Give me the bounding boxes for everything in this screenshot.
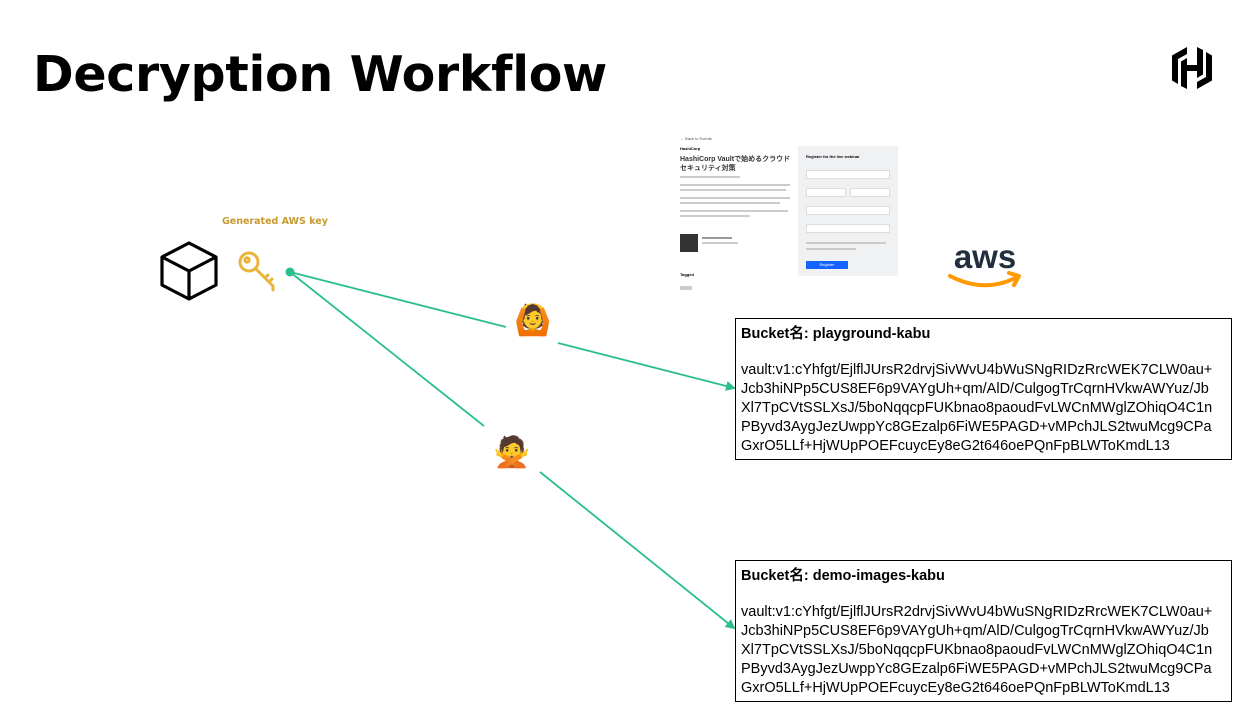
form-title: Register for the live webinar bbox=[806, 154, 860, 159]
hashicorp-logo-icon bbox=[1172, 47, 1212, 89]
generated-key-label: Generated AWS key bbox=[222, 216, 328, 227]
value-line: Xl7TpCVtSSLXsJ/5boNqqcpFUKbnao8paoudFvLW… bbox=[741, 642, 1213, 658]
brand-name: HashiCorp bbox=[680, 146, 701, 151]
bucket-box-demo-images: Bucket名: demo-images-kabu vault:v1:cYhfg… bbox=[735, 560, 1232, 702]
arrow-denied-to-bucket bbox=[539, 471, 736, 630]
back-link[interactable]: ← Back to Events bbox=[680, 136, 712, 141]
value-line: GxrO5LLf+HjWUpPOEFcuycEy8eG2t646oePQnFpB… bbox=[741, 680, 1170, 696]
value-line: GxrO5LLf+HjWUpPOEFcuycEy8eG2t646oePQnFpB… bbox=[741, 438, 1170, 454]
bucket-box-playground: Bucket名: playground-kabu vault:v1:cYhfgt… bbox=[735, 318, 1232, 460]
speaker-avatar bbox=[680, 234, 698, 252]
job-title-field[interactable] bbox=[806, 224, 890, 233]
value-line: Jcb3hiNPp5CUS8EF6p9VAYgUh+qm/AlD/CulgogT… bbox=[741, 623, 1209, 639]
value-line: PByvd3AygJezUwppYc8GEzalp6FiWE5PAGD+vMPc… bbox=[741, 419, 1212, 435]
value-line: Xl7TpCVtSSLXsJ/5boNqqcpFUKbnao8paoudFvLW… bbox=[741, 400, 1213, 416]
value-line: vault:v1:cYhfgt/EjlflJUrsR2drvjSivWvU4bW… bbox=[741, 362, 1213, 378]
company-field[interactable] bbox=[806, 206, 890, 215]
value-line: vault:v1:cYhfgt/EjlflJUrsR2drvjSivWvU4bW… bbox=[741, 604, 1213, 620]
bucket-title: Bucket名: playground-kabu bbox=[741, 326, 931, 342]
name-field[interactable] bbox=[806, 170, 890, 179]
tagged-label: Tagged bbox=[680, 272, 694, 277]
aws-logo-icon: aws bbox=[948, 240, 1021, 288]
cube-icon bbox=[160, 241, 218, 301]
last-name-field[interactable] bbox=[850, 188, 890, 197]
encrypted-value: vault:v1:cYhfgt/EjlflJUrsR2drvjSivWvU4bW… bbox=[741, 603, 1226, 698]
webinar-page-thumbnail: ← Back to Events HashiCorp HashiCorp Vau… bbox=[676, 134, 900, 294]
encrypted-value: vault:v1:cYhfgt/EjlflJUrsR2drvjSivWvU4bW… bbox=[741, 361, 1226, 456]
key-icon bbox=[238, 251, 275, 292]
arrow-denied-segment bbox=[289, 271, 485, 427]
first-name-field[interactable] bbox=[806, 188, 846, 197]
aws-logo-text: aws bbox=[954, 240, 1016, 275]
value-line: PByvd3AygJezUwppYc8GEzalp6FiWE5PAGD+vMPc… bbox=[741, 661, 1212, 677]
registration-form: Register for the live webinar Register bbox=[798, 146, 898, 276]
webinar-heading: HashiCorp Vaultで始めるクラウドセキュリティ対策 bbox=[680, 156, 791, 172]
bucket-title: Bucket名: demo-images-kabu bbox=[741, 568, 945, 584]
arrow-allowed-segment bbox=[289, 271, 507, 328]
allowed-gesture-emoji: 🙆 bbox=[514, 304, 552, 337]
value-line: Jcb3hiNPp5CUS8EF6p9VAYgUh+qm/AlD/CulgogT… bbox=[741, 381, 1209, 397]
page-title: Decryption Workflow bbox=[33, 46, 608, 103]
register-button[interactable]: Register bbox=[806, 261, 848, 269]
denied-gesture-emoji: 🙅 bbox=[493, 436, 531, 469]
arrow-allowed-to-bucket bbox=[557, 342, 736, 391]
